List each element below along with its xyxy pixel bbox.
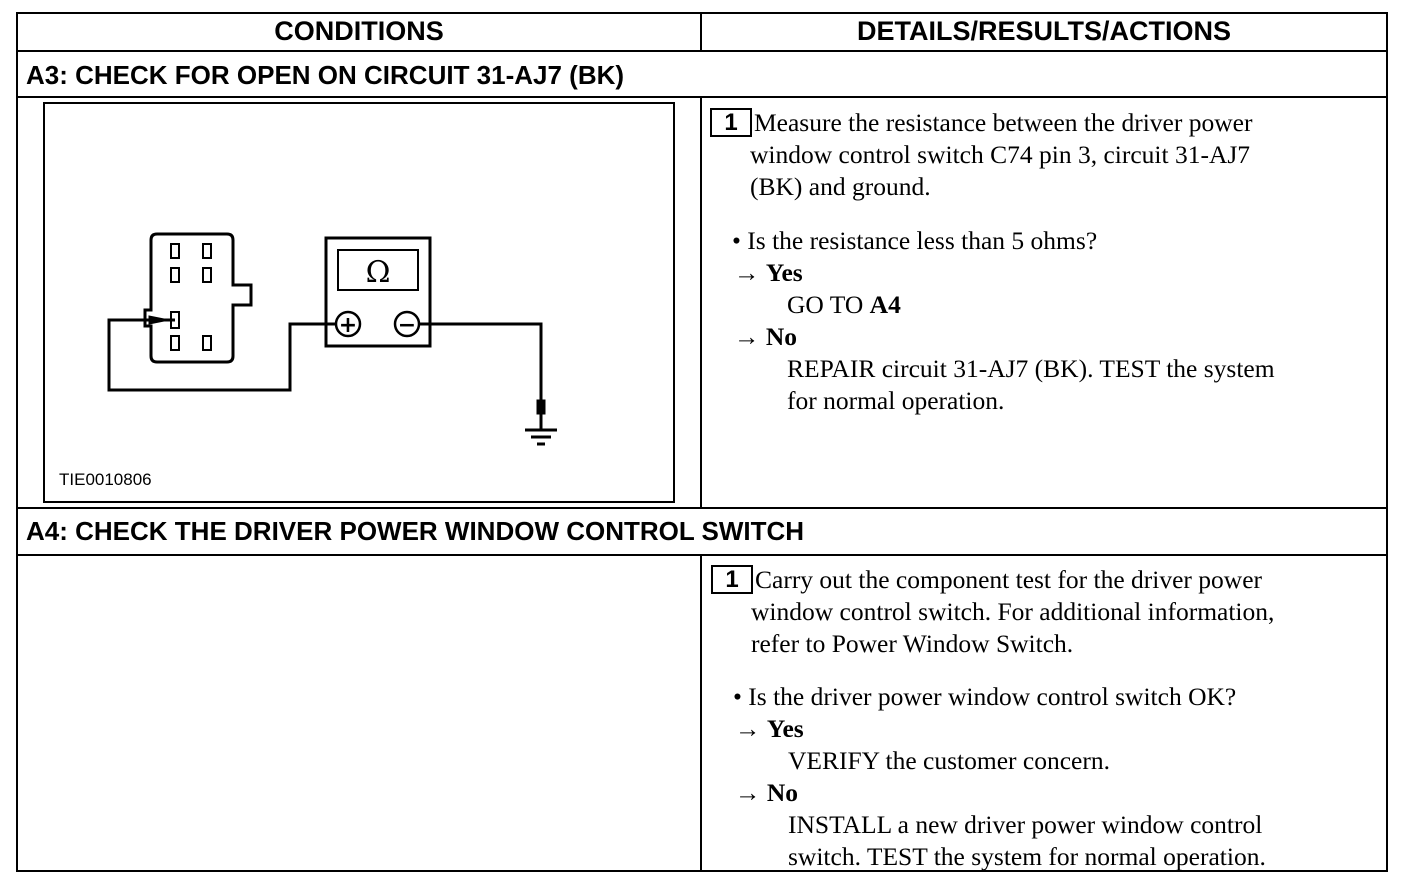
a4-step-line-2: window control switch. For additional in… xyxy=(751,597,1275,626)
ohmmeter-icon xyxy=(324,236,432,348)
a4-no-label: No xyxy=(766,778,799,807)
a3-step-line-3: (BK) and ground. xyxy=(750,172,931,201)
a3-section-title: A3: CHECK FOR OPEN ON CIRCUIT 31-AJ7 (BK… xyxy=(26,60,625,90)
ohm-symbol: Ω xyxy=(366,255,391,290)
details-header: DETAILS/RESULTS/ACTIONS xyxy=(856,16,1231,46)
ground-symbol-icon xyxy=(525,414,557,446)
a4-step-line-3: refer to Power Window Switch. xyxy=(751,629,1074,658)
column-divider-a4 xyxy=(700,554,702,872)
a3-no-action-line-1: REPAIR circuit 31-AJ7 (BK). TEST the sys… xyxy=(787,354,1275,383)
a4-no-action-line-1: INSTALL a new driver power window contro… xyxy=(788,810,1263,839)
column-divider-a3 xyxy=(700,96,702,509)
a3-title-rule xyxy=(16,96,1388,98)
a3-yes-link[interactable]: A4 xyxy=(869,290,901,319)
plus-terminal: + xyxy=(339,313,357,338)
a3-no-label: No xyxy=(765,322,798,351)
arrow-icon: → xyxy=(735,714,761,743)
a4-top-rule xyxy=(16,507,1388,509)
connector-icon xyxy=(143,232,253,364)
a3-yes-row: → Yes xyxy=(734,257,803,289)
figure-id: TIE0010806 xyxy=(59,470,152,489)
header-rule xyxy=(16,50,1388,52)
a4-section-title: A4: CHECK THE DRIVER POWER WINDOW CONTRO… xyxy=(26,516,805,546)
a4-question: • Is the driver power window control swi… xyxy=(733,682,1237,711)
procedure-table xyxy=(16,12,1388,872)
column-divider-header xyxy=(700,12,702,52)
a3-yes-action: GO TO A4 xyxy=(787,290,901,319)
a3-no-row: → No xyxy=(734,321,797,353)
a3-question: • Is the resistance less than 5 ohms? xyxy=(732,226,1098,255)
a4-title-rule xyxy=(16,554,1388,556)
conditions-header: CONDITIONS xyxy=(274,16,444,46)
test-leads xyxy=(107,318,543,402)
a4-no-action-line-2: switch. TEST the system for normal opera… xyxy=(788,842,1266,871)
arrow-icon: → xyxy=(734,258,760,287)
connector-pins xyxy=(170,243,212,351)
a3-no-action-line-2: for normal operation. xyxy=(787,386,1005,415)
a3-step-line-2: window control switch C74 pin 3, circuit… xyxy=(750,140,1251,169)
a4-step-line-1: Carry out the component test for the dri… xyxy=(755,565,1263,594)
a3-diagram: Ω + − TIE0010806 xyxy=(43,102,675,503)
a3-step-line-1: Measure the resistance between the drive… xyxy=(754,108,1253,137)
a3-step-number: 1 xyxy=(710,108,752,137)
a4-yes-row: → Yes xyxy=(735,713,804,745)
a4-step-number: 1 xyxy=(711,565,753,594)
a4-yes-action: VERIFY the customer concern. xyxy=(788,746,1110,775)
arrow-icon: → xyxy=(735,778,761,807)
a3-yes-label: Yes xyxy=(765,258,803,287)
circuit-diagram: Ω + − xyxy=(107,232,557,446)
arrow-icon: → xyxy=(734,322,760,351)
a4-no-row: → No xyxy=(735,777,798,809)
minus-terminal: − xyxy=(398,313,416,338)
a4-yes-label: Yes xyxy=(766,714,804,743)
